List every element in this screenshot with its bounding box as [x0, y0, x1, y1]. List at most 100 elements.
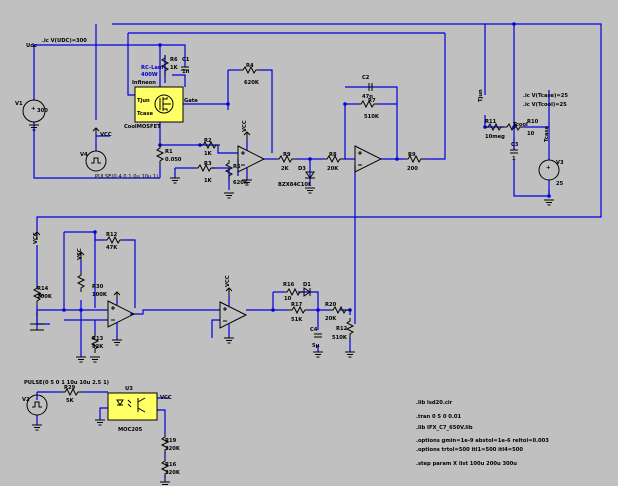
resistor-r9b[interactable]: R9 200	[404, 152, 426, 172]
rc-label-1: RC-Lam	[141, 65, 163, 71]
v1-name: V1	[15, 101, 23, 107]
tjun-net-label: Tjun	[478, 89, 484, 102]
svg-text:R20: R20	[325, 302, 337, 308]
svg-text:200K: 200K	[37, 294, 53, 300]
potentiometer-r14[interactable]: R14 200K	[33, 284, 53, 306]
svg-text:D1: D1	[303, 282, 311, 288]
svg-text:10meg: 10meg	[485, 134, 505, 140]
svg-text:R10: R10	[527, 119, 539, 125]
svg-text:R9: R9	[283, 152, 291, 158]
mos-vendor: Infineon	[132, 80, 156, 86]
resistor-r16-top[interactable]: R16 10	[283, 282, 305, 302]
svg-text:620K: 620K	[233, 180, 249, 186]
mos-tcase: Tcase	[137, 111, 154, 117]
capacitor-c4[interactable]: C4 5µ	[310, 327, 322, 349]
diode-d1[interactable]: D1	[303, 282, 311, 297]
svg-text:D3: D3	[298, 166, 306, 172]
svg-text:R6: R6	[170, 57, 178, 63]
svg-text:R19: R19	[165, 438, 177, 444]
svg-text:1: 1	[512, 156, 516, 162]
ic-tcool: .ic V(Tcool)=25	[523, 102, 567, 108]
resistor-r7[interactable]: R7 510K	[357, 98, 380, 120]
source-v4[interactable]: V4 PULSE(0 4 0 1 0u 10u 1)	[80, 150, 158, 180]
v3-value: 25	[556, 181, 564, 187]
svg-text:10: 10	[284, 296, 292, 302]
svg-text:R2: R2	[204, 138, 212, 144]
svg-text:VCC: VCC	[225, 275, 231, 287]
directive-5: .step param X list 100u 200u 300u	[416, 461, 517, 467]
vcc-label-2: VCC	[242, 120, 248, 132]
vcc-label-1: VCC	[100, 132, 112, 138]
resistor-r9[interactable]: R9 2K	[275, 152, 297, 172]
resistor-r13[interactable]: R13 82K	[91, 332, 104, 354]
svg-text:1n: 1n	[182, 69, 190, 75]
resistor-r1[interactable]: R1 0.050	[156, 144, 182, 166]
switch-symbol	[30, 313, 44, 331]
v2-name: V2	[22, 397, 30, 403]
resistor-r32[interactable]: R12 510K	[332, 317, 354, 341]
opamp-1[interactable]	[237, 145, 265, 173]
resistor-r2[interactable]: R2 1K	[199, 138, 221, 157]
v4-name: V4	[80, 152, 88, 158]
svg-text:R9: R9	[408, 152, 416, 158]
svg-text:R1: R1	[165, 149, 173, 155]
directive-0: .lib lsd20.cir	[416, 400, 453, 406]
svg-text:51K: 51K	[291, 317, 303, 323]
svg-text:220K: 220K	[165, 446, 181, 452]
resistor-r12[interactable]: R12 47K	[103, 232, 125, 251]
svg-text:82K: 82K	[92, 344, 104, 350]
mos-model: CoolMOSFET	[124, 124, 161, 130]
source-v2[interactable]: V2 PULSE(0 5 0 1 10u 10u 2.5 1)	[22, 380, 109, 416]
svg-text:R29: R29	[64, 385, 76, 391]
svg-text:220K: 220K	[165, 470, 181, 476]
udc-net-label: Udc	[26, 43, 37, 49]
zener-d3[interactable]: D3 BZX84C10L	[278, 166, 315, 188]
resistor-r20[interactable]: R20 20K	[325, 302, 351, 322]
source-v1[interactable]: + V1 300	[15, 99, 48, 123]
resistor-r3[interactable]: R3 1K	[194, 161, 216, 184]
mos-tjun: Tjun	[137, 98, 150, 104]
ic-udc: .ic V(UDC)=300	[42, 38, 87, 44]
resistor-r17[interactable]: R17 51K	[288, 302, 310, 323]
svg-text:C4: C4	[310, 327, 318, 333]
svg-text:R8: R8	[329, 152, 337, 158]
resistor-r4[interactable]: R4 620K	[239, 63, 261, 86]
resistor-r5[interactable]: R5 620K	[225, 159, 249, 186]
resistor-r19[interactable]: R19 220K	[161, 433, 181, 455]
svg-text:1K: 1K	[204, 178, 213, 184]
svg-text:R13: R13	[92, 336, 104, 342]
svg-text:620K: 620K	[244, 80, 260, 86]
source-v3[interactable]: + V3 25	[538, 159, 564, 187]
resistor-r11[interactable]: R11 10meg	[484, 119, 506, 140]
optocoupler-u3[interactable]: U3 MOC205	[107, 386, 158, 433]
capacitor-c2[interactable]: C2 47n	[362, 75, 373, 100]
capacitor-c1[interactable]: C1 1n	[181, 57, 190, 75]
svg-text:+: +	[31, 106, 36, 112]
tcool-net-label: Tcool	[513, 122, 528, 128]
resistor-r10[interactable]: R10 10	[503, 119, 539, 137]
svg-text:C2: C2	[362, 75, 370, 81]
resistor-r30[interactable]: R30 100K	[77, 271, 108, 298]
resistor-r6[interactable]: R6 1K	[161, 54, 179, 76]
resistor-r8[interactable]: R8 20K	[323, 152, 345, 172]
svg-text:VCC: VCC	[33, 232, 39, 244]
resistor-r16[interactable]: R16 220K	[161, 457, 181, 479]
svg-text:R3: R3	[204, 161, 212, 167]
v1-value: 300	[37, 108, 48, 114]
resistor-r29[interactable]: R29 5K	[61, 385, 83, 404]
v2-source: PULSE(0 5 0 1 10u 10u 2.5 1)	[24, 380, 109, 386]
svg-text:R16: R16	[283, 282, 295, 288]
opamp-2[interactable]	[354, 145, 382, 173]
coolmos-block[interactable]: Tjun Tcase Gate Infineon CoolMOSFET	[124, 80, 198, 130]
capacitor-c3[interactable]: C3 1	[510, 142, 519, 162]
svg-text:R7: R7	[368, 98, 376, 104]
directive-3: .options gmin=1e-9 abstol=1e-6 reltol=0.…	[416, 438, 549, 444]
svg-text:MOC205: MOC205	[118, 427, 143, 433]
svg-text:1K: 1K	[204, 151, 213, 157]
svg-text:R17: R17	[291, 302, 303, 308]
svg-text:VCC: VCC	[77, 248, 83, 260]
opamp-4[interactable]	[219, 301, 247, 329]
svg-text:510K: 510K	[364, 114, 380, 120]
rc-label-2: 400W	[141, 72, 158, 78]
svg-text:C1: C1	[182, 57, 190, 63]
